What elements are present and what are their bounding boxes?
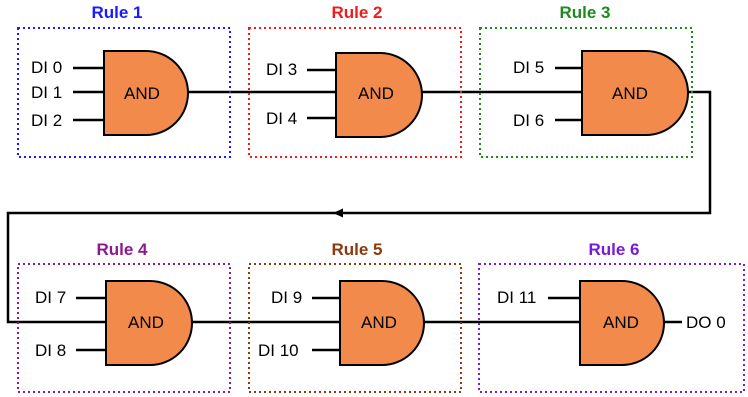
rule-1-border [17, 27, 231, 158]
rule-5-border [248, 263, 462, 393]
rule-1-input-label-0: DI 0 [31, 58, 62, 77]
rule-3-input-label-1: DI 6 [513, 111, 544, 130]
rule-1-block: Rule 1 DI 0 DI 1 DI 2 AND [17, 3, 231, 158]
rule-4-border [17, 263, 231, 393]
and-gate-icon [105, 280, 193, 366]
output-label: DO 0 [686, 313, 726, 332]
rule-6-input-label-0: DI 11 [497, 288, 536, 307]
rule-2-input-label-1: DI 4 [266, 109, 297, 128]
rule-4-input-label-1: DI 8 [35, 341, 66, 360]
rule-3-border [479, 27, 693, 158]
rule-3-title: Rule 3 [559, 3, 610, 22]
rule-2-border [248, 27, 462, 158]
rule-2-title: Rule 2 [331, 3, 382, 22]
rule-3-input-label-0: DI 5 [513, 58, 544, 77]
rule-5-gate-label: AND [361, 313, 397, 332]
rule-6-title: Rule 6 [588, 240, 639, 259]
rule-4-and-gate: AND [105, 280, 193, 366]
rule-1-gate-label: AND [124, 84, 160, 103]
rule-1-input-label-1: DI 1 [31, 83, 62, 102]
rule-6-border [478, 263, 745, 393]
and-gate-icon [335, 52, 423, 138]
rule-3-block: Rule 3 DI 5 DI 6 AND [479, 3, 693, 158]
rule-4-gate-label: AND [128, 313, 164, 332]
rule-2-gate-label: AND [358, 84, 394, 103]
rule-4-block: Rule 4 DI 7 DI 8 AND [17, 240, 231, 393]
rule-1-input-label-2: DI 2 [31, 111, 62, 130]
rule-4-input-label-0: DI 7 [35, 288, 66, 307]
rule-5-input-label-0: DI 9 [271, 288, 302, 307]
rule-2-and-gate: AND [335, 52, 423, 138]
rule-3-gate-label: AND [612, 84, 648, 103]
rule-6-and-gate: AND [579, 280, 665, 366]
rule-2-input-label-0: DI 3 [266, 60, 297, 79]
rule-5-input-label-1: DI 10 [258, 341, 299, 360]
rule-5-and-gate: AND [339, 280, 425, 366]
rule-4-title: Rule 4 [96, 240, 148, 259]
wire-rule3-to-rule4 [6, 90, 712, 324]
and-gate-icon [103, 50, 189, 136]
rule-3-and-gate: AND [581, 50, 689, 136]
wire-arrow-icon [333, 208, 343, 218]
and-gate-icon [339, 280, 425, 366]
rule-6-gate-label: AND [603, 313, 639, 332]
rule-5-block: Rule 5 DI 9 DI 10 AND [248, 240, 462, 393]
rule-1-and-gate: AND [103, 50, 189, 136]
and-gate-icon [581, 50, 689, 136]
rule-1-title: Rule 1 [91, 3, 142, 22]
rule-2-block: Rule 2 DI 3 DI 4 AND [248, 3, 462, 158]
rule-5-title: Rule 5 [331, 240, 382, 259]
rule-6-block: Rule 6 DI 11 AND DO 0 [478, 240, 745, 393]
and-gate-icon [579, 280, 665, 366]
